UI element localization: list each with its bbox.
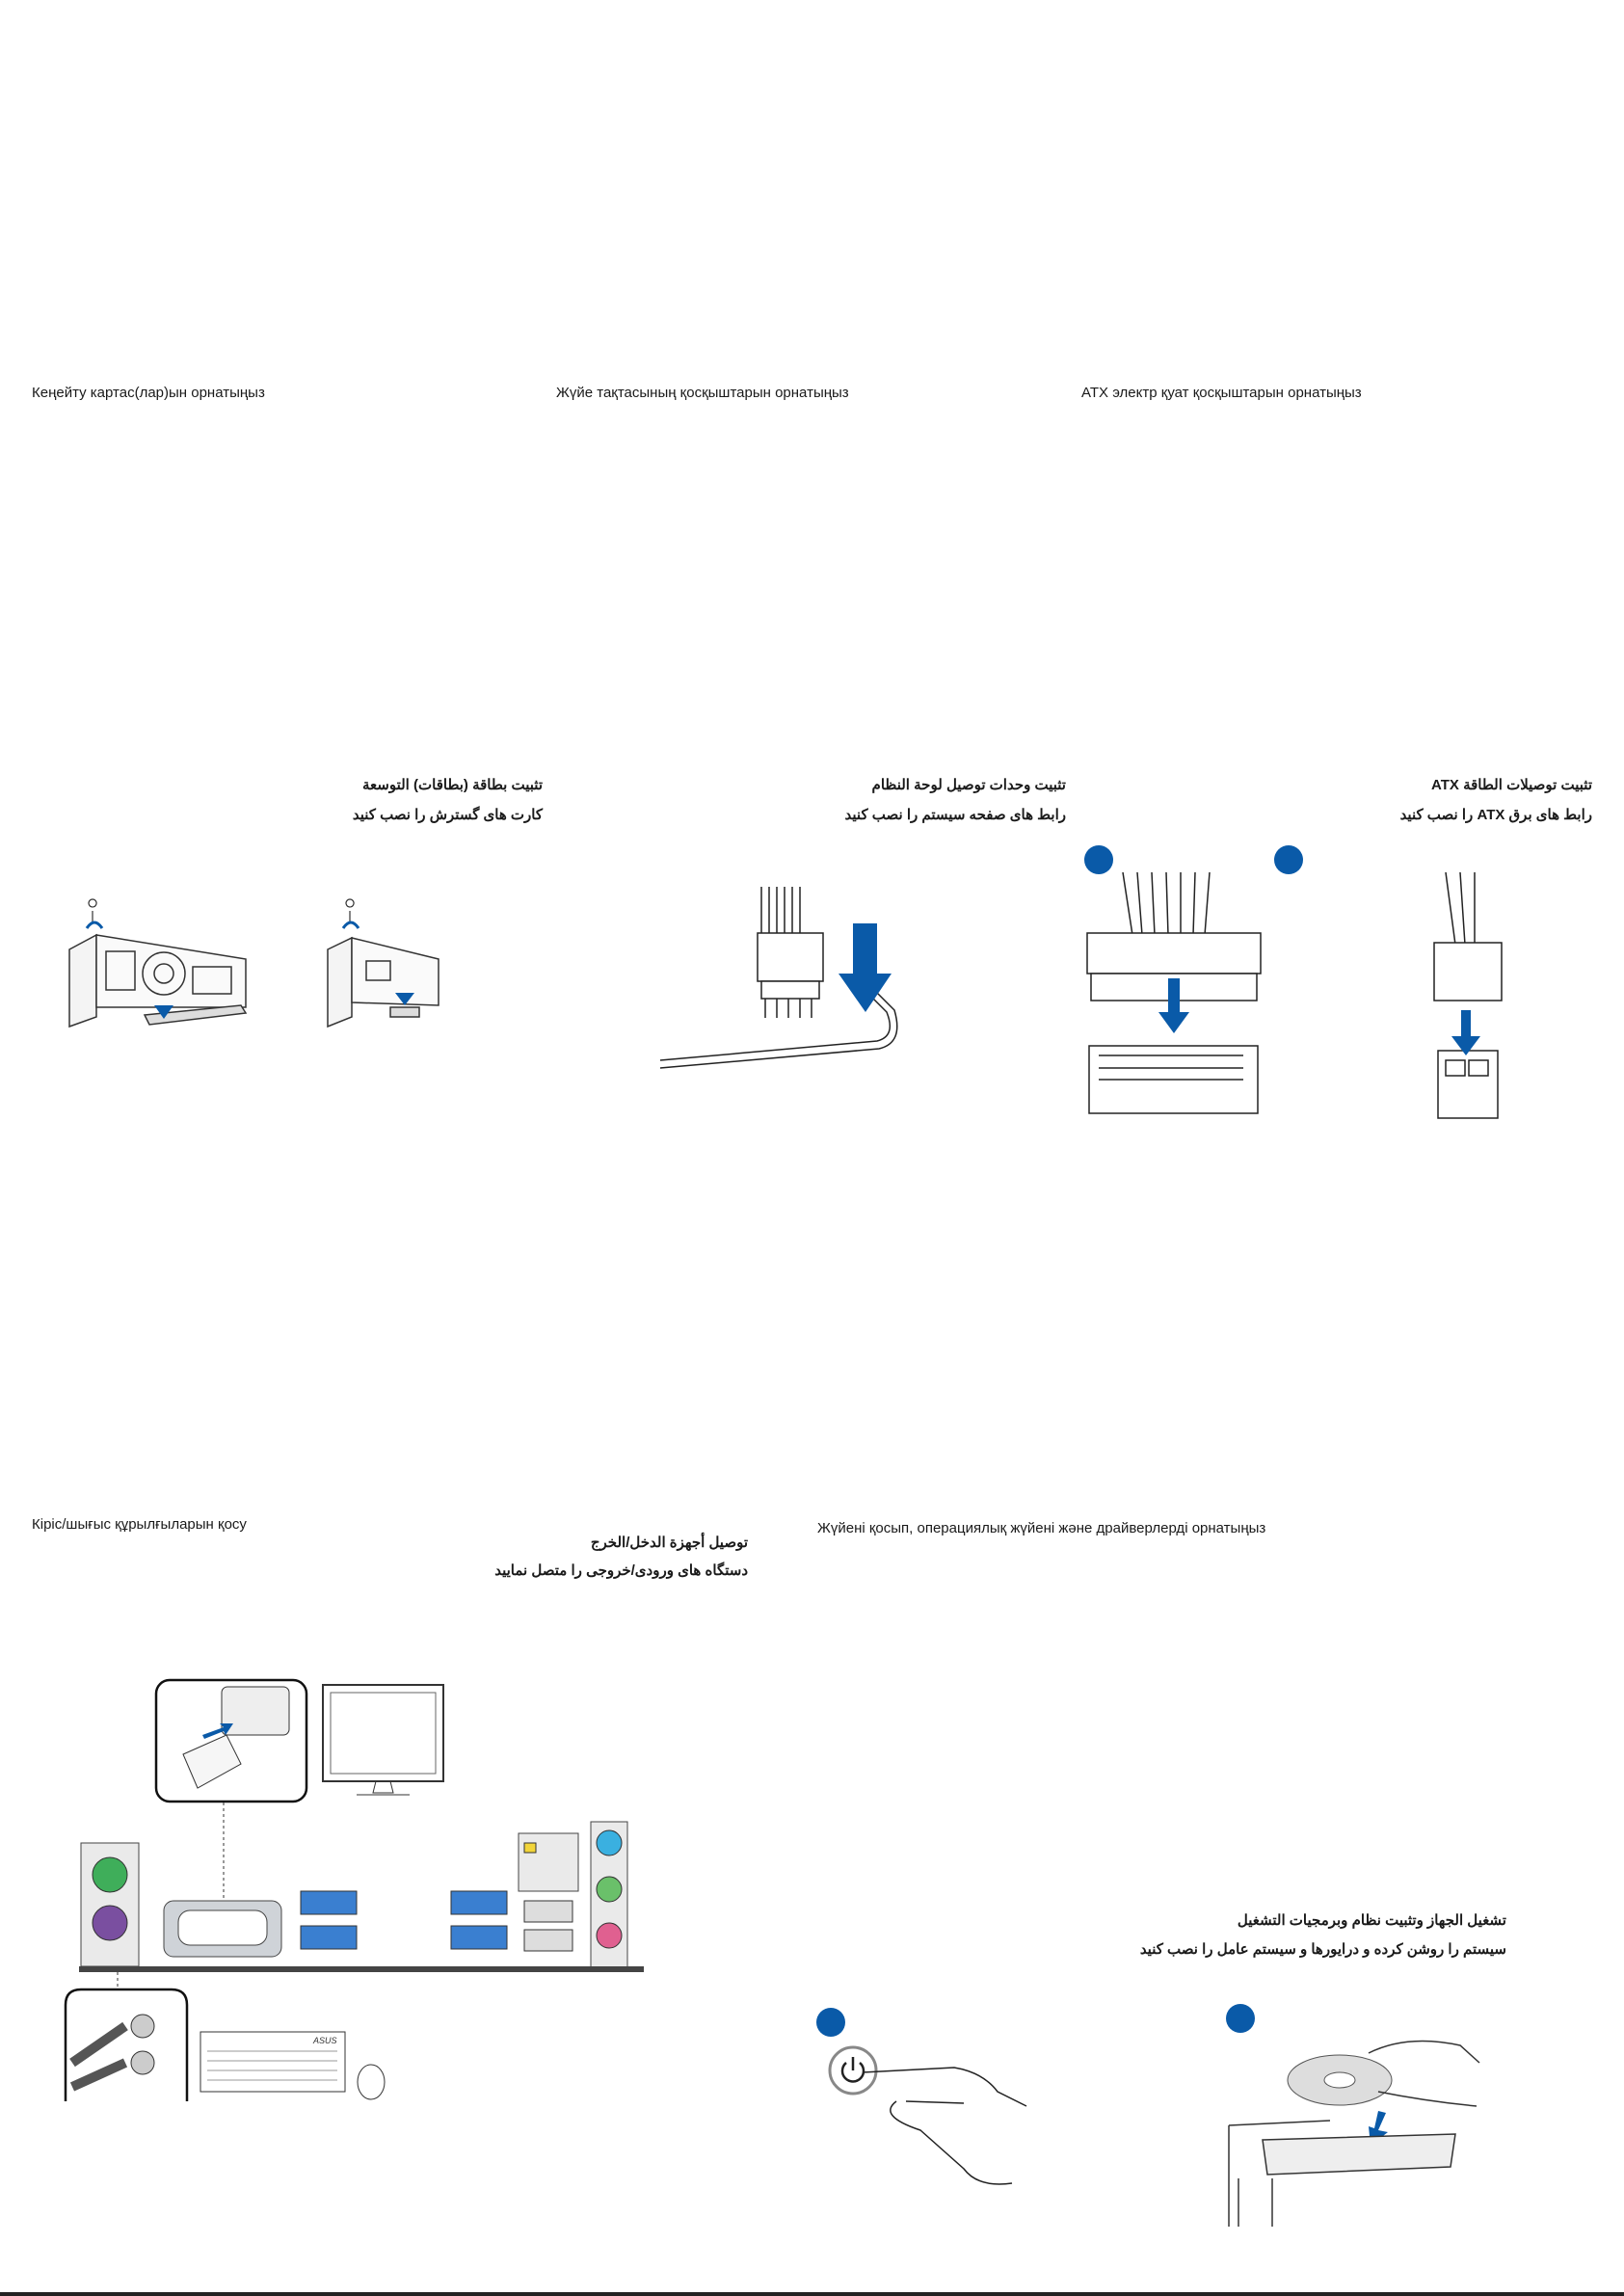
- io-title-fa: دستگاه های ورودی/خروجی را متصل نمایید: [494, 1562, 748, 1579]
- expansion-title-kz: Кеңейту картас(лар)ын орнатыңыз: [32, 385, 265, 401]
- atx-title-kz: ATX электр қуат қосқыштарын орнатыңыз: [1081, 385, 1362, 401]
- panel-title-kz: Жүйе тақтасының қосқыштарын орнатыңыз: [556, 385, 849, 401]
- expansion-title-fa: کارت های گسترش را نصب کنید: [352, 807, 543, 823]
- power-title-ar: تشغيل الجهاز وتثبيت نظام وبرمجيات التشغي…: [1237, 1912, 1506, 1929]
- vga-connector-image: [221, 1686, 290, 1736]
- keyboard-brand: ASUS: [312, 2036, 337, 2045]
- ps2-green-port: [92, 1856, 128, 1893]
- usb3-port-1: [300, 1890, 358, 1915]
- panel-connector-illustration: [659, 887, 898, 1069]
- atx-title-fa: رابط های برق ATX را نصب کنید: [1399, 807, 1592, 823]
- usb3-port-2: [300, 1925, 358, 1950]
- arrow-down-icon: [1158, 978, 1189, 1033]
- step-2-install-badge: [1226, 2004, 1255, 2033]
- curved-arrow-small-icon: [341, 921, 360, 929]
- curved-arrow-icon: [85, 921, 104, 929]
- expansion-title-ar: تثبيت بطاقة (بطاقات) التوسعة: [361, 777, 543, 793]
- power-icon: [840, 2057, 865, 2083]
- expansion-card-illustration: [68, 898, 439, 1028]
- io-title-kz: Кіріс/шығыс құрылғыларын қосу: [32, 1516, 247, 1533]
- usb-port-5: [523, 1900, 573, 1923]
- hand-image: [1368, 2040, 1480, 2107]
- page-bottom-rule: [0, 2292, 1624, 2296]
- atx-8pin-illustration: [1433, 871, 1503, 1119]
- io-title-ar: توصيل أجهزة الدخل/الخرج: [590, 1535, 748, 1551]
- audio-green-port: [596, 1876, 623, 1903]
- power-title-kz: Жүйені қосып, операциялық жүйені және др…: [817, 1520, 1266, 1536]
- panel-title-ar: تثبيت وحدات توصيل لوحة النظام: [871, 777, 1066, 793]
- step-1-power-badge: [816, 2008, 845, 2037]
- usb3-port-3: [450, 1890, 508, 1915]
- step-2-badge: [1274, 845, 1303, 874]
- panel-title-fa: رابط های صفحه سیستم را نصب کنید: [844, 807, 1066, 823]
- power-button-illustration: [828, 2045, 1027, 2185]
- audio-blue-port: [596, 1829, 623, 1856]
- ps2-purple-port: [92, 1905, 128, 1941]
- arrow-down-icon: [1451, 1010, 1480, 1055]
- lan-port: [518, 1832, 579, 1892]
- hand-image: [862, 2067, 1027, 2185]
- step-1-badge: [1084, 845, 1113, 874]
- atx-title-ar: تثبيت توصيلات الطاقة ATX: [1431, 777, 1592, 793]
- graphics-card-image: [68, 933, 248, 1028]
- monitor-image: [322, 1684, 444, 1782]
- io-ports-illustration: ASUS: [64, 1678, 644, 2101]
- small-card-image: [327, 936, 439, 1028]
- screw-small-icon: [345, 898, 355, 922]
- mouse-image: [357, 2064, 386, 2100]
- arrow-down-small-icon: [395, 993, 414, 1005]
- install-disc-illustration: [1228, 2040, 1480, 2227]
- atx-24pin-illustration: [1086, 871, 1262, 1114]
- arrow-down-icon: [154, 1005, 173, 1019]
- arrow-down-icon: [839, 923, 892, 1012]
- usb-port-6: [523, 1929, 573, 1952]
- audio-pink-port: [596, 1922, 623, 1949]
- screw-icon: [88, 898, 97, 922]
- usb3-port-4: [450, 1925, 508, 1950]
- keyboard-image: [200, 2031, 346, 2093]
- arrow-right-icon: [202, 1723, 233, 1739]
- power-title-fa: سیستم را روشن کرده و درایورها و سیستم عا…: [1139, 1941, 1506, 1958]
